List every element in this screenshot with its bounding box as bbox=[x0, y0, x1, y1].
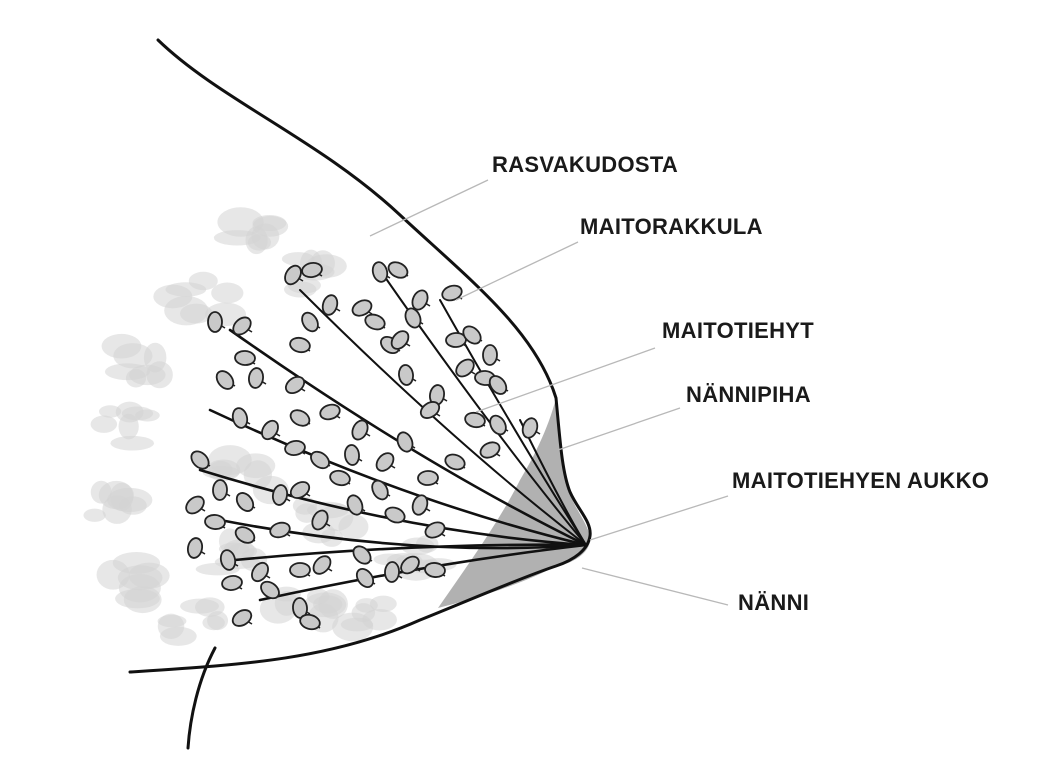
alveolus bbox=[329, 469, 352, 487]
alveolus bbox=[350, 543, 374, 567]
alveolus bbox=[363, 312, 387, 332]
fat-blob bbox=[189, 272, 218, 290]
alveolus bbox=[204, 514, 225, 530]
fat-blob bbox=[195, 597, 225, 617]
label-areola: NÄNNIPIHA bbox=[686, 382, 811, 407]
alveolus bbox=[310, 553, 334, 577]
alveolus bbox=[284, 439, 306, 456]
alveolus bbox=[299, 310, 321, 334]
fat-blob bbox=[97, 560, 130, 590]
alveolus bbox=[478, 439, 502, 460]
fat-blob bbox=[341, 618, 373, 632]
alveolus bbox=[483, 345, 497, 365]
alveolus bbox=[353, 566, 376, 590]
alveolus bbox=[289, 336, 311, 354]
alveolus bbox=[259, 418, 282, 442]
label-nipple: NÄNNI bbox=[738, 590, 809, 615]
alveolus bbox=[384, 562, 399, 583]
fat-blob bbox=[211, 283, 243, 304]
alveolus bbox=[290, 563, 310, 577]
alveolus bbox=[268, 520, 291, 539]
alveolus bbox=[230, 607, 254, 629]
alveolus bbox=[213, 480, 228, 500]
alveolus bbox=[373, 450, 397, 474]
alveolus bbox=[369, 478, 391, 502]
alveolus bbox=[186, 537, 204, 559]
leader-nipple bbox=[582, 568, 728, 605]
alveolus bbox=[213, 368, 236, 392]
alveolus bbox=[418, 471, 438, 486]
label-milk-duct: MAITOTIEHYT bbox=[662, 318, 814, 343]
fat-blob bbox=[107, 488, 152, 512]
leader-duct-opening bbox=[590, 496, 728, 540]
alveolus bbox=[344, 444, 360, 465]
label-fat-tissue: RASVAKUDOSTA bbox=[492, 152, 678, 177]
leader-areola bbox=[558, 408, 680, 450]
alveolus bbox=[283, 374, 307, 397]
fat-blob bbox=[83, 509, 105, 522]
label-alveolus: MAITORAKKULA bbox=[580, 214, 763, 239]
fat-blob bbox=[214, 230, 261, 245]
alveolus bbox=[318, 402, 341, 421]
fat-blob bbox=[164, 296, 208, 325]
alveolus bbox=[221, 575, 243, 592]
fat-blob bbox=[236, 453, 275, 478]
alveolus bbox=[235, 350, 256, 365]
alveolus bbox=[440, 283, 463, 303]
alveolus bbox=[233, 490, 256, 514]
fat-blob bbox=[105, 363, 150, 380]
fat-blob bbox=[202, 615, 224, 630]
alveolus bbox=[308, 448, 332, 471]
fat-blob bbox=[119, 414, 139, 440]
fat-blob bbox=[102, 334, 142, 359]
fat-blob bbox=[91, 416, 117, 433]
label-duct-opening: MAITOTIEHYEN AUKKO bbox=[732, 468, 989, 493]
fat-blob bbox=[146, 361, 172, 388]
alveolus bbox=[183, 493, 207, 517]
fat-blob bbox=[370, 596, 397, 612]
leader-fat-tissue bbox=[370, 180, 488, 236]
alveolus bbox=[487, 413, 509, 437]
alveolus bbox=[398, 364, 414, 386]
alveolus bbox=[410, 493, 429, 516]
leader-alveolus bbox=[456, 242, 578, 300]
alveolus bbox=[288, 407, 312, 429]
fat-blob bbox=[160, 627, 197, 646]
alveolus bbox=[520, 416, 539, 439]
fat-blob bbox=[318, 589, 348, 619]
alveolus bbox=[208, 312, 222, 332]
alveolus bbox=[248, 367, 265, 389]
chest-line bbox=[188, 648, 215, 748]
